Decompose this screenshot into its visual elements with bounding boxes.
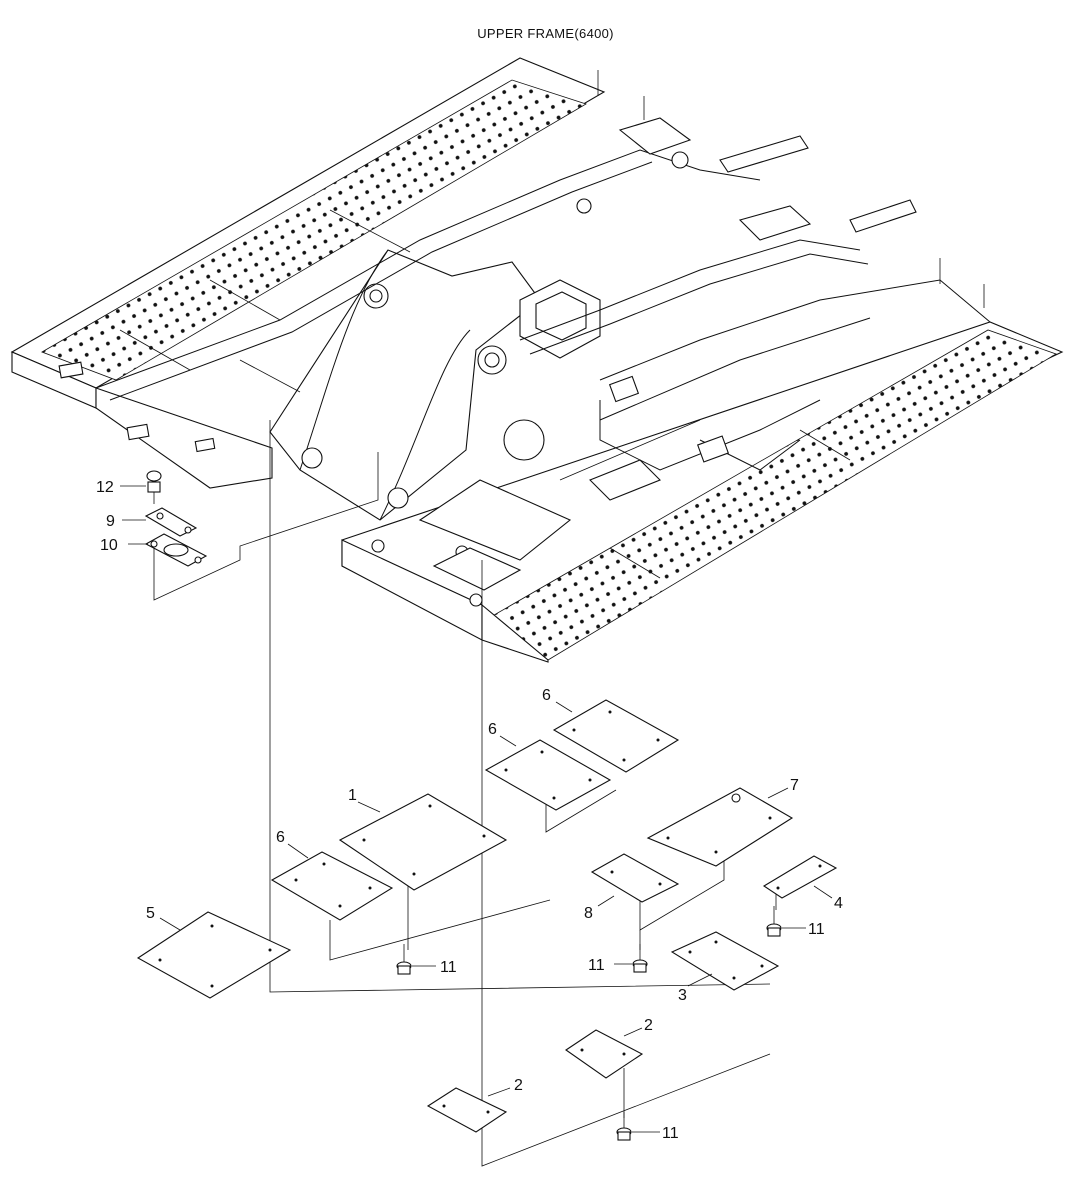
cover-plate-4 xyxy=(762,855,838,899)
cover-plate-1 xyxy=(338,793,508,891)
callout-7: 7 xyxy=(790,777,799,794)
callout-6-middle: 6 xyxy=(488,721,497,738)
bolt-11-b xyxy=(632,944,648,973)
bolt-11-d xyxy=(616,1112,632,1141)
shim-9 xyxy=(144,507,198,537)
callout-4: 4 xyxy=(834,895,843,912)
cover-plate-6-left xyxy=(270,851,394,921)
callout-numbers: 12 9 10 1 6 5 6 6 7 8 4 3 2 2 11 11 11 1… xyxy=(96,479,843,1142)
callout-2-right: 2 xyxy=(644,1017,653,1034)
diagram-title: UPPER FRAME(6400) xyxy=(477,26,614,41)
callout-5: 5 xyxy=(146,905,155,922)
callout-12: 12 xyxy=(96,479,114,496)
callout-6-top: 6 xyxy=(542,687,551,704)
callout-3: 3 xyxy=(678,987,687,1004)
callout-8: 8 xyxy=(584,905,593,922)
callout-leaders xyxy=(120,485,833,1133)
shim-10 xyxy=(144,533,208,567)
callout-2-left: 2 xyxy=(514,1077,523,1094)
cover-plate-6-top xyxy=(552,699,680,773)
callout-6-left: 6 xyxy=(276,829,285,846)
callout-11-b: 11 xyxy=(588,957,605,974)
left-deck-plate xyxy=(10,57,606,489)
cover-plate-2-right xyxy=(565,1029,644,1079)
callout-11-d: 11 xyxy=(662,1125,679,1142)
callout-11-c: 11 xyxy=(808,921,825,938)
callout-11-a: 11 xyxy=(440,959,457,976)
center-frame-body xyxy=(269,249,601,591)
frame-beams xyxy=(95,149,991,501)
callout-1: 1 xyxy=(348,787,357,804)
rear-brackets xyxy=(576,70,985,308)
assembly-leader-lines xyxy=(153,420,777,1167)
bolt-12 xyxy=(146,470,162,504)
bolt-11-a xyxy=(396,944,412,975)
cover-plate-7 xyxy=(646,787,794,867)
cover-plate-6-middle xyxy=(484,739,612,811)
cover-plate-2-left xyxy=(426,1087,508,1133)
cover-plate-8 xyxy=(590,853,680,903)
callout-9: 9 xyxy=(106,513,115,530)
cover-plate-3 xyxy=(670,931,780,991)
upper-frame-assembly xyxy=(10,57,1064,663)
callout-10: 10 xyxy=(100,537,118,554)
bolt-11-c xyxy=(766,906,782,937)
cover-plate-5 xyxy=(136,911,292,999)
